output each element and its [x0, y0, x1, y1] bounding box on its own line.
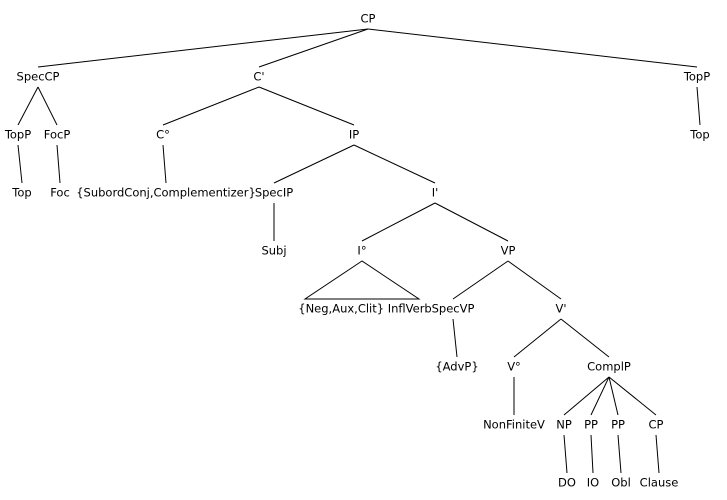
node-pp-io: PP — [584, 418, 598, 432]
edge-vp-specvp — [452, 260, 509, 300]
edge-cp_leaf-clause — [655, 434, 660, 474]
node-c-head: C° — [156, 128, 170, 142]
edge-complp-pp2 — [608, 376, 619, 416]
node-infl-verb: {Neg,Aux,Clit} InflVerb — [298, 302, 431, 316]
tree-labels: CP SpecCP C' TopP TopP FocP C° IP Top To… — [4, 12, 710, 490]
node-c-bar: C' — [253, 70, 264, 84]
edge-cp_root-cbar — [258, 28, 369, 68]
node-complementizer: {SubordConj,Complementizer} — [76, 186, 256, 200]
node-specip: SpecIP — [255, 186, 293, 200]
node-np: NP — [556, 418, 572, 432]
node-cp-clause: CP — [649, 418, 664, 432]
node-complp: ComplP — [587, 360, 631, 374]
node-clause: Clause — [640, 476, 679, 490]
node-v-head: V° — [507, 360, 521, 374]
node-topp-right: TopP — [683, 70, 710, 84]
edge-ibar-i0 — [361, 202, 436, 242]
edge-complp-np — [563, 376, 610, 416]
edge-cp_root-speccp — [37, 28, 369, 68]
node-i-head: I° — [357, 244, 366, 258]
edge-cbar-c0 — [162, 86, 260, 126]
edge-vbar-v0 — [513, 318, 562, 358]
edge-pp1-io — [590, 434, 594, 474]
node-io: IO — [587, 476, 599, 490]
edge-np-do — [563, 434, 568, 474]
edge-speccp-topp_left — [17, 86, 39, 126]
node-vp: VP — [501, 244, 516, 258]
node-pp-obl: PP — [611, 418, 625, 432]
edge-specvp-advp — [452, 318, 458, 358]
edge-vp-vbar — [507, 260, 562, 300]
node-speccp: SpecCP — [17, 70, 60, 84]
edge-cp_root-topp_right — [367, 28, 698, 68]
edge-complp-pp1 — [590, 376, 610, 416]
edge-pp2-obl — [617, 434, 622, 474]
edge-ibar-vp — [434, 202, 509, 242]
node-top-left: Top — [11, 186, 31, 200]
node-v-bar: V' — [555, 302, 566, 316]
node-ip: IP — [349, 128, 359, 142]
edge-vbar-complp — [560, 318, 610, 358]
node-cp-root: CP — [361, 12, 376, 26]
edge-ip-specip — [273, 144, 355, 184]
node-focp: FocP — [44, 128, 71, 142]
edge-ip-ibar — [353, 144, 436, 184]
node-topp-left: TopP — [4, 128, 31, 142]
node-obl: Obl — [611, 476, 631, 490]
edge-cbar-ip — [258, 86, 355, 126]
node-specvp: SpecVP — [432, 302, 475, 316]
node-advp: {AdvP} — [435, 360, 478, 374]
edge-topp_right-top_right — [696, 86, 701, 126]
node-i-bar: I' — [432, 186, 439, 200]
node-nonfinitev: NonFiniteV — [483, 418, 545, 432]
edge-topp_left-top_left — [17, 144, 23, 184]
edge-speccp-focp — [37, 86, 58, 126]
tree-edges — [17, 28, 701, 474]
node-do: DO — [558, 476, 576, 490]
edge-c0-complementizer — [162, 144, 167, 184]
node-foc: Foc — [50, 186, 70, 200]
node-top-right: Top — [689, 128, 709, 142]
triangle-i0-infl_verb — [303, 260, 421, 300]
edge-complp-cp_leaf — [608, 376, 657, 416]
edge-focp-foc — [56, 144, 61, 184]
node-subj: Subj — [261, 244, 286, 258]
